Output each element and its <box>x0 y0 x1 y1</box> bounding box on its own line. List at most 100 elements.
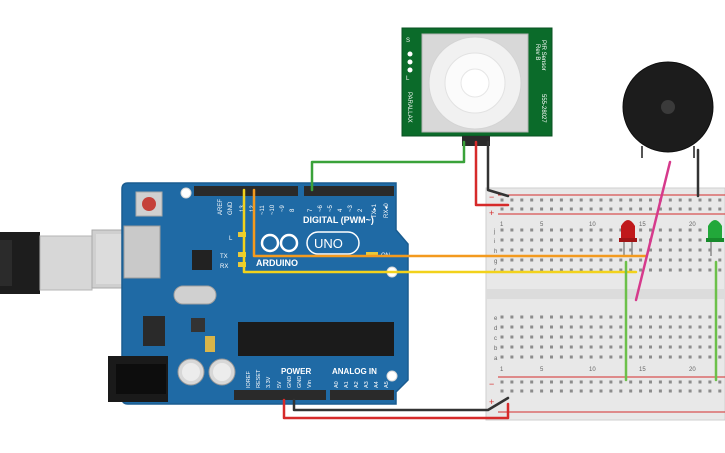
breadboard-hole <box>550 268 553 272</box>
breadboard-hole <box>579 258 583 262</box>
usb-chip <box>192 250 212 270</box>
breadboard-hole <box>649 258 652 262</box>
breadboard-hole <box>639 355 643 359</box>
breadboard-hole <box>629 345 633 349</box>
breadboard-hole <box>510 325 514 329</box>
breadboard-hole <box>520 228 524 232</box>
breadboard-hole <box>559 228 563 232</box>
breadboard-hole <box>639 345 643 349</box>
breadboard-hole <box>579 355 583 359</box>
usb-port <box>123 225 161 279</box>
reset-button-cap[interactable] <box>142 197 156 211</box>
breadboard-hole <box>500 207 504 211</box>
breadboard-hole <box>589 238 593 242</box>
breadboard-hole <box>708 335 712 339</box>
breadboard-hole <box>510 389 514 393</box>
reset-button[interactable] <box>135 191 163 217</box>
breadboard-hole <box>688 380 692 384</box>
power-pin-label-ioref: IOREF <box>246 371 252 388</box>
breadboard-hole <box>569 380 573 384</box>
breadboard-hole <box>599 198 603 202</box>
breadboard-hole <box>510 315 514 319</box>
power-pin-label-gnd1: GND <box>287 376 293 388</box>
breadboard-hole <box>530 335 534 339</box>
breadboard-hole <box>540 248 544 252</box>
breadboard-hole <box>540 345 544 349</box>
breadboard-hole <box>579 268 583 272</box>
breadboard-hole <box>530 207 534 211</box>
breadboard-hole <box>668 380 672 384</box>
breadboard-hole <box>510 258 514 262</box>
breadboard-hole <box>599 268 603 272</box>
breadboard-hole <box>649 198 652 202</box>
breadboard-hole <box>520 355 524 359</box>
breadboard-hole <box>718 335 722 339</box>
pin-label-gnd: GND <box>228 201 234 215</box>
buzzer <box>622 61 714 158</box>
breadboard-hole <box>609 207 613 211</box>
pin-label-7: 7 <box>308 208 314 212</box>
breadboard-hole <box>589 345 593 349</box>
breadboard-hole <box>619 380 623 384</box>
breadboard-hole <box>708 258 712 262</box>
breadboard-hole <box>550 248 553 252</box>
breadboard-hole <box>639 228 643 232</box>
breadboard-hole <box>500 325 504 329</box>
breadboard-hole <box>619 389 623 393</box>
breadboard-hole <box>540 258 544 262</box>
breadboard-hole <box>609 335 613 339</box>
breadboard-hole <box>629 389 633 393</box>
breadboard-hole <box>589 380 593 384</box>
breadboard-hole <box>708 380 712 384</box>
breadboard-hole <box>649 228 652 232</box>
breadboard-hole <box>510 228 514 232</box>
breadboard-hole <box>629 248 633 252</box>
breadboard-hole <box>530 389 534 393</box>
breadboard-hole <box>649 248 652 252</box>
breadboard-hole <box>649 335 652 339</box>
row-label-g: g <box>494 259 497 265</box>
breadboard-hole <box>629 207 633 211</box>
breadboard-hole <box>678 207 682 211</box>
breadboard-hole <box>708 355 712 359</box>
breadboard-hole <box>619 198 623 202</box>
breadboard-hole <box>658 228 662 232</box>
breadboard-hole <box>530 238 534 242</box>
breadboard-hole <box>569 325 573 329</box>
col-label-bottom-20: 20 <box>689 367 696 373</box>
row-label-c: c <box>494 336 497 342</box>
breadboard-hole <box>668 325 672 329</box>
breadboard-hole <box>540 325 544 329</box>
pir-part: 555-28027 <box>540 94 546 123</box>
breadboard-hole <box>609 268 613 272</box>
breadboard-hole <box>688 345 692 349</box>
breadboard-hole <box>649 389 652 393</box>
breadboard-hole <box>718 248 722 252</box>
breadboard-hole <box>569 198 573 202</box>
breadboard-hole <box>678 228 682 232</box>
breadboard-hole <box>540 198 544 202</box>
breadboard-hole <box>520 335 524 339</box>
breadboard-hole <box>639 238 643 242</box>
breadboard-hole <box>629 380 633 384</box>
breadboard-hole <box>550 355 553 359</box>
breadboard-hole <box>579 335 583 339</box>
breadboard-hole <box>698 268 702 272</box>
pin-label-8: 8 <box>290 208 296 212</box>
breadboard-hole <box>520 380 524 384</box>
breadboard-hole <box>510 268 514 272</box>
breadboard-hole <box>678 355 682 359</box>
breadboard-hole <box>698 198 702 202</box>
breadboard-hole <box>510 345 514 349</box>
col-label-20: 20 <box>689 222 696 228</box>
breadboard-hole <box>589 268 593 272</box>
breadboard-hole <box>559 268 563 272</box>
analog-pin-label-a2: A2 <box>354 381 360 388</box>
breadboard-hole <box>688 335 692 339</box>
breadboard-hole <box>688 228 692 232</box>
breadboard-hole <box>559 389 563 393</box>
breadboard-hole <box>718 207 722 211</box>
arduino-logo-right <box>279 233 299 253</box>
breadboard-hole <box>708 248 712 252</box>
row-label-j: j <box>493 229 495 235</box>
